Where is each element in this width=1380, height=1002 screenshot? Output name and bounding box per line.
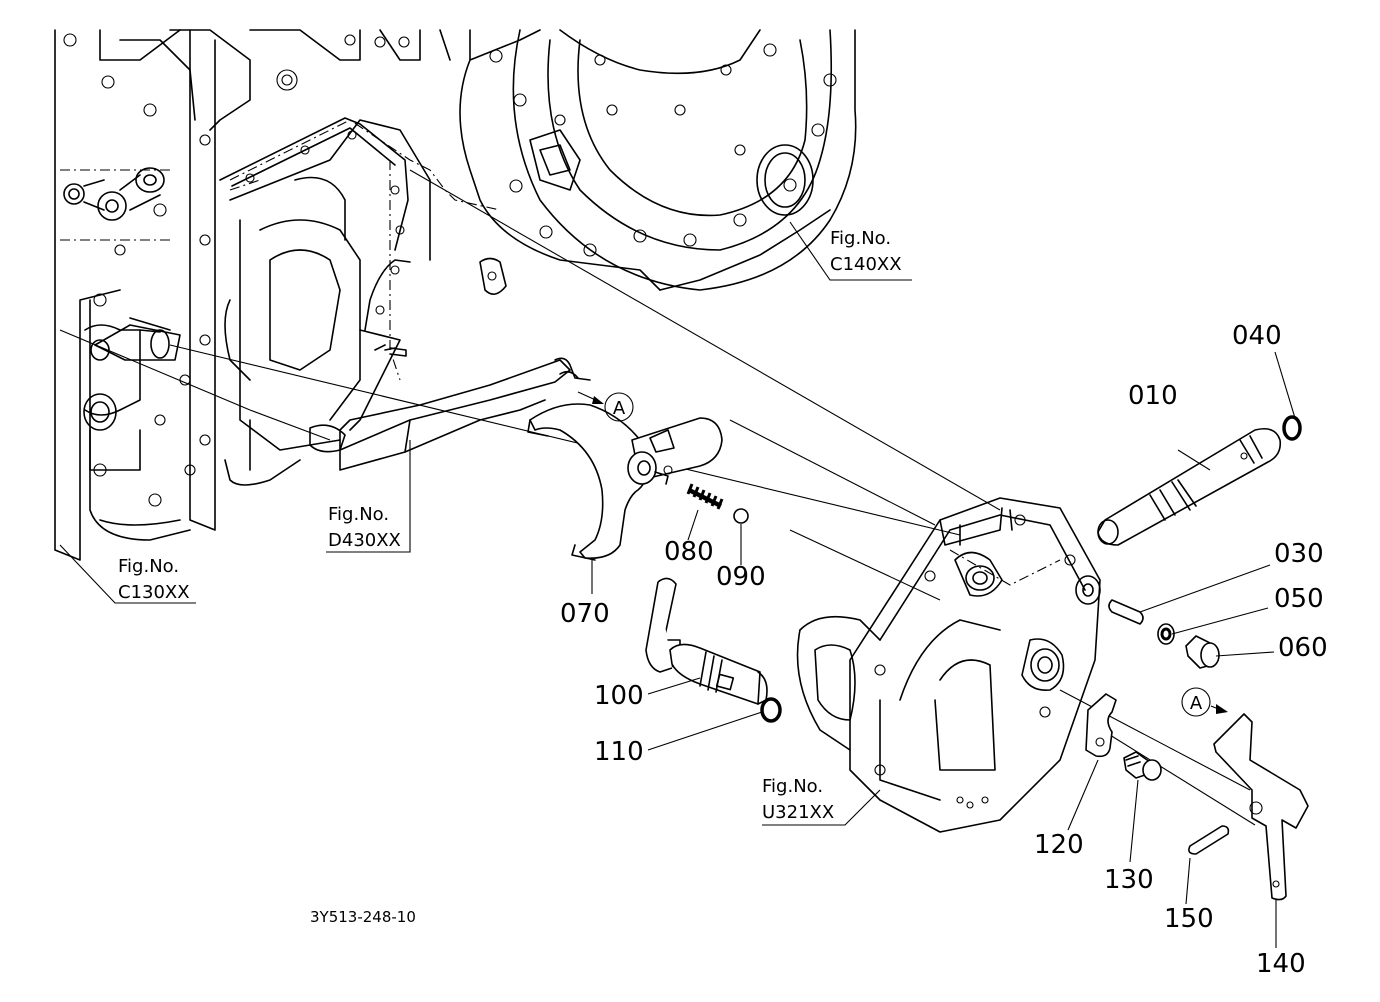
part-number-090: 090 bbox=[716, 562, 766, 592]
shift-fork-assembly-d430 bbox=[309, 259, 591, 471]
shift-housing-u321 bbox=[796, 497, 1101, 833]
part-number-130: 130 bbox=[1104, 865, 1154, 895]
part-number-140: 140 bbox=[1256, 949, 1306, 979]
part-140-lever bbox=[1213, 713, 1309, 901]
fig-label: Fig.No. bbox=[830, 228, 891, 249]
fig-code: C130XX bbox=[118, 582, 190, 603]
part-number-060: 060 bbox=[1278, 633, 1328, 663]
fig-ref-u321: Fig.No. U321XX bbox=[762, 776, 881, 826]
part-100-lever-shaft bbox=[645, 577, 768, 705]
part-number-010: 010 bbox=[1128, 381, 1178, 411]
part-130-bolt bbox=[1123, 751, 1162, 781]
part-070-shift-fork bbox=[527, 403, 723, 561]
fig-code: D430XX bbox=[328, 530, 401, 551]
drawing-code: 3Y513-248-10 bbox=[310, 908, 416, 926]
fig-ref-c140: Fig.No. C140XX bbox=[789, 221, 912, 281]
part-060-plug bbox=[1185, 635, 1220, 669]
detail-marker-a-right: A bbox=[1181, 687, 1228, 717]
detail-marker-a-left: A bbox=[577, 391, 634, 422]
part-110-o-ring bbox=[760, 697, 782, 723]
marker-a-label: A bbox=[1190, 693, 1203, 714]
part-number-100: 100 bbox=[594, 681, 644, 711]
part-number-070: 070 bbox=[560, 599, 610, 629]
part-number-120: 120 bbox=[1034, 830, 1084, 860]
part-080-spring bbox=[686, 483, 724, 510]
part-150-spring-pin bbox=[1188, 825, 1230, 855]
fig-label: Fig.No. bbox=[118, 556, 179, 577]
part-number-040: 040 bbox=[1232, 321, 1282, 351]
alignment-lines bbox=[59, 169, 1256, 826]
fig-code: C140XX bbox=[830, 254, 902, 275]
callout-leaders bbox=[591, 351, 1296, 948]
fig-label: Fig.No. bbox=[762, 776, 823, 797]
part-number-150: 150 bbox=[1164, 904, 1214, 934]
marker-a-label: A bbox=[613, 398, 626, 419]
fig-label: Fig.No. bbox=[328, 504, 389, 525]
part-120-bracket bbox=[1085, 693, 1117, 758]
part-number-080: 080 bbox=[664, 537, 714, 567]
part-050-washer bbox=[1157, 623, 1175, 645]
part-040-o-ring bbox=[1282, 415, 1302, 441]
part-030-pin bbox=[1108, 599, 1144, 625]
part-number-050: 050 bbox=[1274, 584, 1324, 614]
part-number-110: 110 bbox=[594, 737, 644, 767]
part-number-030: 030 bbox=[1274, 539, 1324, 569]
fig-ref-d430: Fig.No. D430XX bbox=[326, 440, 411, 553]
fig-ref-c130: Fig.No. C130XX bbox=[59, 544, 196, 604]
fig-code: U321XX bbox=[762, 802, 834, 823]
part-090-ball bbox=[733, 508, 749, 524]
transmission-case-drawing bbox=[54, 29, 857, 561]
part-010-shift-shaft bbox=[1097, 427, 1282, 546]
